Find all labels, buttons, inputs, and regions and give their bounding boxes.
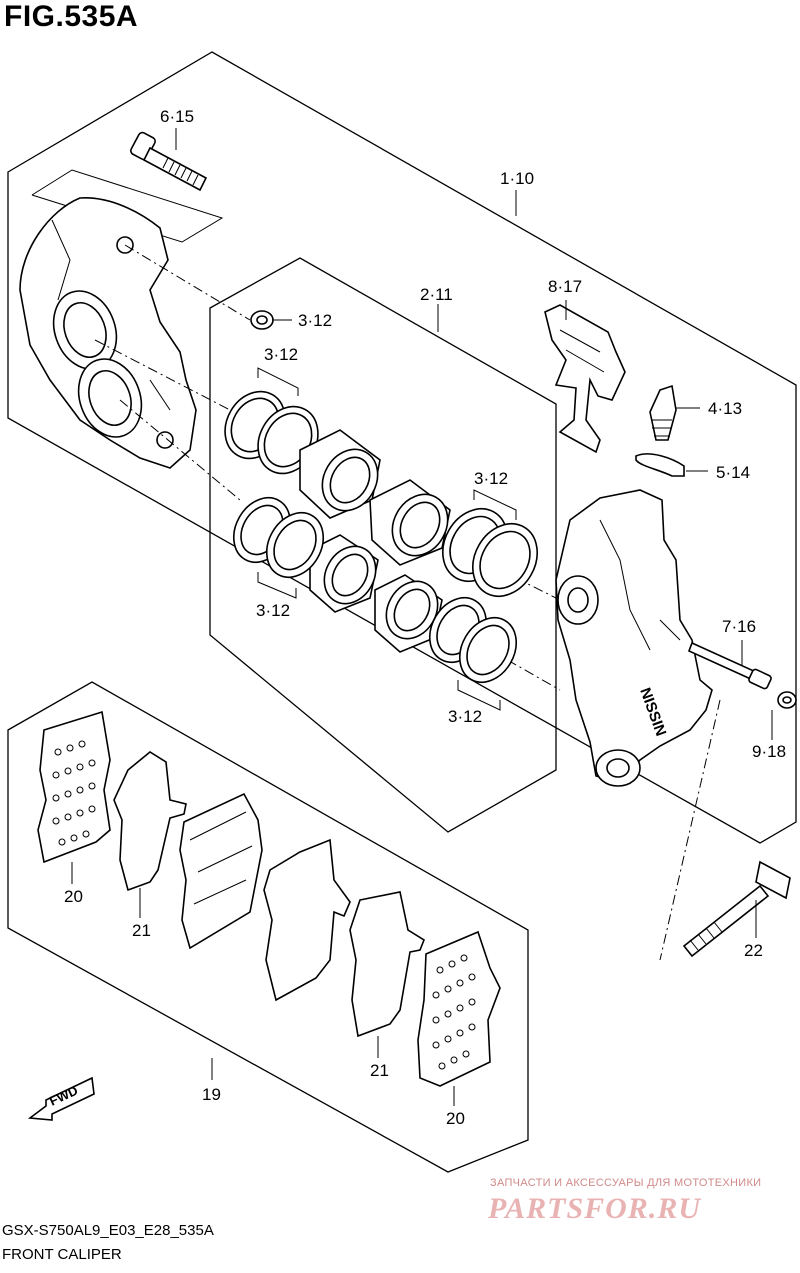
caliper-bolt-6 bbox=[130, 131, 208, 192]
callout-4-13: 4·13 bbox=[708, 399, 742, 418]
callout-8-17: 8·17 bbox=[548, 277, 582, 296]
callout-9-18: 9·18 bbox=[752, 742, 786, 761]
pad-shim-right bbox=[417, 930, 501, 1087]
washer-small bbox=[250, 310, 274, 330]
piston-seals-right-lower bbox=[428, 597, 518, 683]
callout-2-11: 2·11 bbox=[420, 285, 453, 304]
piston-kit-frame bbox=[209, 257, 557, 833]
caliper-outer-half: NISSIN bbox=[555, 489, 713, 787]
section-name: FRONT CALIPER bbox=[2, 1246, 122, 1263]
pad-set-frame bbox=[7, 681, 529, 1173]
guide-line-2 bbox=[94, 339, 231, 411]
callout-21-left: 21 bbox=[132, 921, 151, 940]
seal-bracket-right-lower bbox=[457, 680, 501, 711]
guide-line-3 bbox=[119, 399, 241, 501]
seal-bracket-upper bbox=[257, 367, 299, 396]
mounting-bolt bbox=[682, 860, 791, 958]
piston-seals-left-lower bbox=[232, 497, 325, 578]
caliper-assembly-frame bbox=[7, 51, 797, 844]
callout-3-12-washer: 3·12 bbox=[298, 311, 332, 330]
bleeder-cap bbox=[635, 453, 685, 477]
callout-20-left: 20 bbox=[64, 887, 83, 906]
bleeder-valve bbox=[649, 384, 677, 441]
callout-21-right: 21 bbox=[370, 1061, 389, 1080]
callout-7-16: 7·16 bbox=[722, 617, 756, 636]
model-code: GSX-S750AL9_E03_E28_535A bbox=[2, 1222, 214, 1239]
piston-seals-right-upper bbox=[442, 508, 538, 597]
callout-3-12-right-lower: 3·12 bbox=[448, 707, 482, 726]
callout-3-12-right-upper: 3·12 bbox=[474, 469, 508, 488]
callout-22: 22 bbox=[744, 941, 763, 960]
callout-1-10: 1·10 bbox=[500, 169, 534, 188]
callout-6-15: 6·15 bbox=[160, 107, 194, 126]
forward-arrow-icon: FWD bbox=[27, 1076, 95, 1121]
brake-pad-left bbox=[179, 792, 263, 950]
callout-19: 19 bbox=[202, 1085, 221, 1104]
guide-line-1 bbox=[124, 244, 251, 321]
guide-line-5 bbox=[489, 649, 561, 691]
pad-shim-left bbox=[37, 710, 111, 864]
watermark-tagline: ЗАПЧАСТИ И АКСЕССУАРЫ ДЛЯ МОТОТЕХНИКИ bbox=[490, 1177, 762, 1189]
seal-bracket-left-lower bbox=[257, 572, 297, 599]
seal-bracket-right-upper bbox=[473, 489, 517, 520]
callout-5-14: 5·14 bbox=[716, 463, 750, 482]
pad-shim-plate-right bbox=[349, 891, 425, 1038]
pistons bbox=[299, 429, 451, 653]
figure-title: FIG.535A bbox=[4, 0, 139, 33]
pad-pin bbox=[687, 641, 772, 690]
callout-3-12-upper: 3·12 bbox=[264, 345, 298, 364]
pad-spring bbox=[544, 304, 626, 454]
caliper-inner-half bbox=[19, 197, 197, 469]
callout-3-12-left-lower: 3·12 bbox=[256, 601, 290, 620]
pad-shim-plate-left bbox=[113, 751, 187, 892]
guide-line-6 bbox=[659, 699, 721, 961]
pin-clip bbox=[777, 691, 797, 709]
watermark-logo: PARTSFOR.RU bbox=[488, 1192, 701, 1225]
pad-shim-plate-mid bbox=[263, 838, 351, 1002]
callout-20-right: 20 bbox=[446, 1109, 465, 1128]
